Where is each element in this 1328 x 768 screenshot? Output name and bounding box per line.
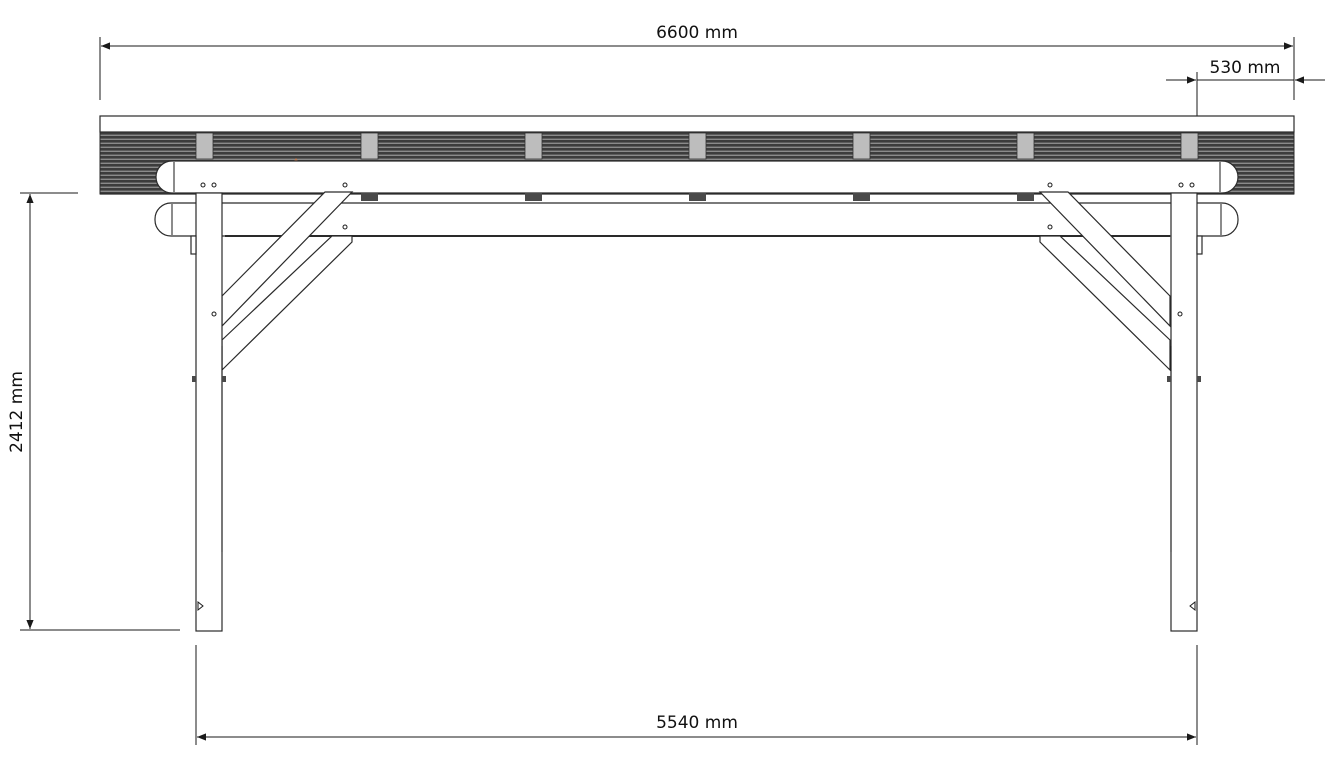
- dimension-label-height: 2412 mm: [7, 371, 27, 453]
- dimension-label-overhang: 530 mm: [1210, 58, 1281, 78]
- dimension-overall-width: 6600 mm: [99, 23, 1295, 100]
- bolt-holes: [342, 182, 1053, 230]
- lower-beam: [154, 202, 1239, 237]
- left-post: [190, 182, 226, 632]
- dimension-label-post-spacing: 5540 mm: [656, 713, 738, 733]
- spacer-blocks: [361, 193, 1034, 201]
- right-braces: [1038, 191, 1171, 372]
- dimension-post-spacing: 5540 mm: [195, 645, 1198, 745]
- dimension-height: 2412 mm: [7, 192, 180, 631]
- upper-beam: [155, 160, 1239, 194]
- roof-fascia: [99, 115, 1295, 133]
- dimension-overhang: 530 mm: [1166, 58, 1325, 160]
- right-post: [1167, 182, 1203, 632]
- roof-brackets: [195, 132, 1199, 160]
- dimension-label-overall-width: 6600 mm: [656, 23, 738, 43]
